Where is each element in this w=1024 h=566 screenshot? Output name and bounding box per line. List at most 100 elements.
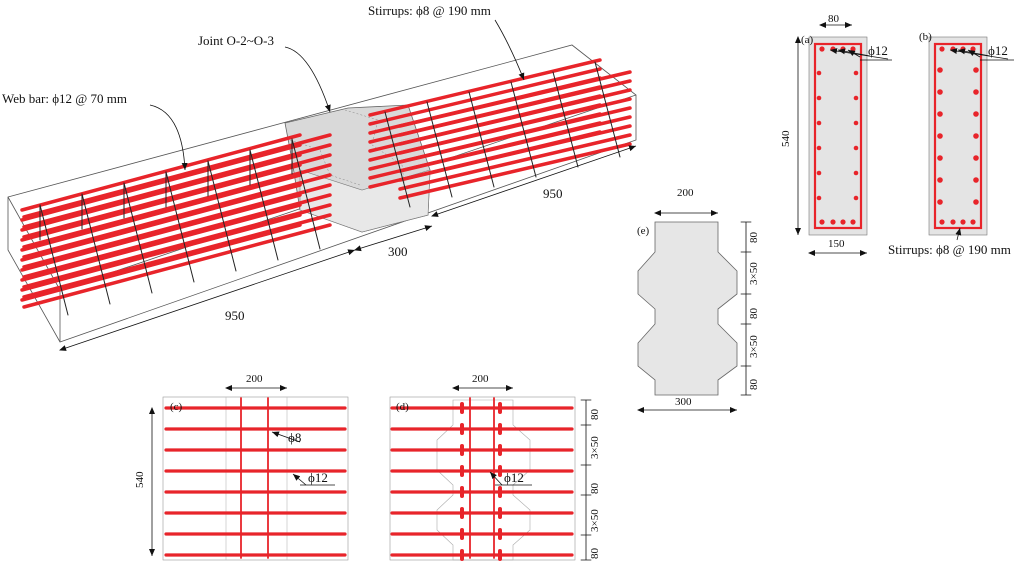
section-a-top-width: 80 bbox=[828, 13, 840, 25]
section-a-bar bbox=[850, 219, 856, 225]
dim-line-right bbox=[431, 145, 637, 217]
longitudinal-bar bbox=[20, 133, 302, 212]
dim-right-length: 950 bbox=[543, 186, 563, 201]
section-d-bar-leader bbox=[489, 471, 503, 486]
section-a-stirrup bbox=[813, 42, 863, 230]
section-b-web-bar bbox=[973, 199, 979, 205]
section-a: (a) 80 540 150 ϕ12 bbox=[780, 13, 892, 256]
beam-outline bbox=[7, 44, 637, 343]
section-b-web-bar bbox=[973, 89, 979, 95]
left-stirrups bbox=[39, 138, 321, 316]
section-d-top-width: 200 bbox=[472, 373, 489, 385]
longitudinal-bar bbox=[22, 163, 332, 249]
section-d-tag: (d) bbox=[396, 401, 409, 413]
section-b-bar-leader bbox=[967, 49, 981, 58]
section-b-stirrups-label: Stirrups: ϕ8 @ 190 mm bbox=[888, 242, 1011, 257]
section-d: (d) 200 ϕ12 80 3×50 80 3×50 80 bbox=[389, 373, 601, 561]
longitudinal-bar bbox=[368, 112, 602, 171]
section-e-dim-2: 3×50 bbox=[748, 262, 760, 285]
section-a-bar-leader bbox=[847, 49, 861, 58]
section-d-dim-1: 80 bbox=[589, 409, 601, 421]
left-longitudinal-bars bbox=[20, 133, 332, 309]
section-e-dim-4: 3×50 bbox=[748, 335, 760, 358]
longitudinal-bar bbox=[22, 143, 332, 229]
web-bar-leader bbox=[149, 104, 188, 171]
section-a-web-bar bbox=[816, 120, 822, 126]
section-d-side-ticks bbox=[580, 399, 592, 561]
section-b-web-bar bbox=[973, 177, 979, 183]
section-d-dim-2: 3×50 bbox=[589, 436, 601, 459]
dim-line-joint bbox=[354, 225, 433, 252]
section-b-bar bbox=[939, 219, 945, 225]
section-b-bar bbox=[970, 46, 976, 52]
joint-label: Joint O-2~O-3 bbox=[198, 33, 274, 48]
section-a-web-bar bbox=[816, 145, 822, 151]
section-b-web-bar bbox=[973, 155, 979, 161]
section-d-bar-label: ϕ12 bbox=[504, 470, 524, 485]
longitudinal-bar bbox=[22, 153, 332, 239]
stirrups-leader bbox=[494, 19, 525, 81]
longitudinal-bar bbox=[368, 103, 602, 162]
section-a-web-bar bbox=[853, 195, 859, 201]
longitudinal-bar bbox=[20, 153, 302, 232]
section-b-web-bar bbox=[973, 67, 979, 73]
section-a-bar bbox=[819, 46, 825, 52]
dim-left-length: 950 bbox=[225, 308, 245, 323]
longitudinal-bar bbox=[20, 183, 302, 262]
section-c-stirrup-label: ϕ8 bbox=[288, 430, 301, 445]
section-b-web-bar bbox=[937, 133, 943, 139]
section-c-bar-label: ϕ12 bbox=[308, 470, 328, 485]
section-d-dim-5: 80 bbox=[589, 548, 601, 560]
longitudinal-bar bbox=[368, 58, 602, 117]
section-a-bar bbox=[830, 219, 836, 225]
stirrup bbox=[384, 111, 411, 208]
section-a-web-bar bbox=[853, 170, 859, 176]
section-a-web-bar bbox=[853, 145, 859, 151]
section-e-joint-shape bbox=[637, 221, 738, 396]
section-a-bar bbox=[819, 219, 825, 225]
section-a-bar bbox=[840, 219, 846, 225]
section-a-web-bar bbox=[816, 70, 822, 76]
section-b-web-bar bbox=[937, 177, 943, 183]
beam-3d-overview: 950 300 950 Web bar: ϕ12 @ 70 mm Joint O… bbox=[2, 3, 637, 351]
section-c-bars bbox=[164, 397, 347, 559]
section-a-web-bar bbox=[853, 95, 859, 101]
section-e-dim-5: 80 bbox=[748, 379, 760, 391]
section-b-bar bbox=[960, 219, 966, 225]
section-c-stirrup-leader bbox=[271, 431, 301, 443]
section-d-dim-4: 3×50 bbox=[589, 509, 601, 532]
section-a-height: 540 bbox=[780, 130, 792, 147]
longitudinal-bar bbox=[368, 67, 602, 126]
section-a-web-bar bbox=[853, 70, 859, 76]
stirrup bbox=[594, 61, 621, 158]
section-a-bottom-width: 150 bbox=[828, 238, 845, 250]
section-b-web-bar bbox=[973, 133, 979, 139]
section-b-stirrup-leader bbox=[955, 227, 962, 241]
stirrups-label: Stirrups: ϕ8 @ 190 mm bbox=[368, 3, 491, 18]
longitudinal-bar bbox=[20, 173, 302, 252]
section-e-side-ticks bbox=[740, 221, 752, 396]
section-c-top-width: 200 bbox=[246, 373, 263, 385]
section-b-bar bbox=[939, 46, 945, 52]
section-b-web-bar bbox=[937, 111, 943, 117]
joint-key-line bbox=[289, 139, 361, 186]
section-a-tag: (a) bbox=[801, 34, 814, 46]
section-e-bottom-width: 300 bbox=[675, 396, 692, 408]
section-a-bar-label: ϕ12 bbox=[868, 43, 888, 58]
stirrup bbox=[249, 149, 279, 261]
section-c-tag: (c) bbox=[170, 401, 183, 413]
section-c: (c) 200 540 ϕ8 ϕ12 bbox=[134, 373, 349, 561]
section-b-bar bbox=[970, 219, 976, 225]
section-b-tag: (b) bbox=[919, 31, 932, 43]
section-a-concrete bbox=[808, 36, 868, 236]
section-e-top-width: 200 bbox=[677, 187, 694, 199]
joint-key-line bbox=[344, 109, 406, 191]
section-b-web-bar bbox=[973, 111, 979, 117]
section-e-dim-1: 80 bbox=[748, 232, 760, 244]
section-b-web-bar bbox=[937, 155, 943, 161]
longitudinal-bar bbox=[20, 163, 302, 242]
longitudinal-bar bbox=[368, 76, 602, 135]
web-bar-label: Web bar: ϕ12 @ 70 mm bbox=[2, 91, 127, 106]
section-e: (e) 200 300 80 3×50 80 3×50 80 bbox=[637, 187, 760, 413]
